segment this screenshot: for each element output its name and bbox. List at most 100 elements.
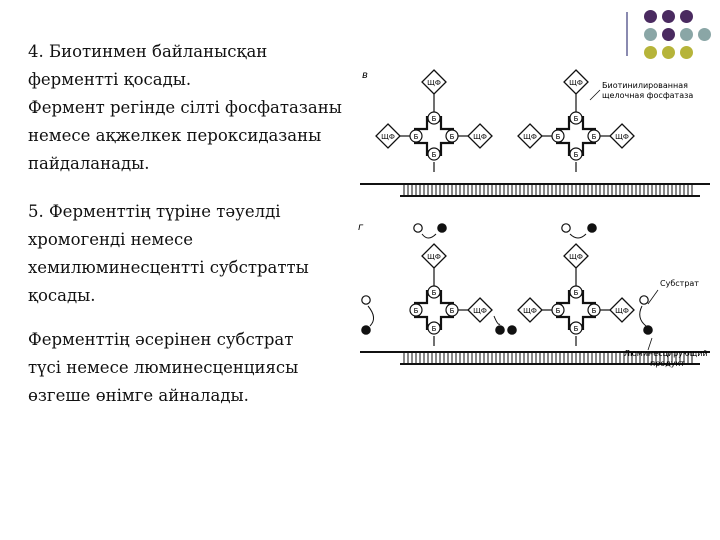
enzyme-diamond: ЩФ [421, 69, 447, 95]
enzyme-label: ЩФ [569, 79, 583, 87]
enzyme-label: ЩФ [473, 133, 487, 141]
annotation-enzyme: Биотинилированная щелочная фосфатаза [589, 81, 693, 101]
decor-dot [662, 28, 675, 41]
biotin-circle: Б [427, 147, 441, 161]
biotin-circle: Б [409, 129, 423, 143]
step-5-line: хромогенді немесе [28, 230, 194, 249]
product-dot [507, 325, 517, 335]
enzyme-label: ЩФ [523, 133, 537, 141]
enzyme-diamond: ЩФ [517, 123, 543, 149]
step-5-line: қосады. [28, 286, 96, 305]
biotin-circle: Б [551, 303, 565, 317]
enzyme-label: ЩФ [427, 253, 441, 261]
enzyme-diamond: ЩФ [467, 297, 493, 323]
annotation-substrate: Субстрат [647, 279, 699, 305]
biotin-label: Б [574, 115, 579, 123]
panel-b: Б Б Б Б ЩФ ЩФ ЩФ Б Б Б Б ЩФ ЩФ ЩФ [360, 69, 710, 197]
biotin-label: Б [574, 151, 579, 159]
biotin-circle: Б [569, 321, 583, 335]
step-4-line: немесе ақжелкек пероксидазаны [28, 126, 322, 145]
biotin-label: Б [414, 307, 419, 315]
biotin-circle: Б [427, 285, 441, 299]
enzyme-diamond: ЩФ [609, 297, 635, 323]
annotation-product-line-1: Люминесцирующий [624, 349, 708, 358]
dna-strand [360, 351, 710, 365]
decor-dot [644, 28, 657, 41]
biotin-label: Б [592, 307, 597, 315]
decor-dot [662, 46, 675, 59]
decor-dot [680, 46, 693, 59]
biotin-label: Б [574, 325, 579, 333]
biotin-circle: Б [587, 129, 601, 143]
decor-dot [698, 28, 711, 41]
biotin-circle: Б [409, 303, 423, 317]
step-4-line: ферментті қосады. [28, 70, 192, 89]
decor-dot [644, 10, 657, 23]
paragraph-step-5: 5. Ферменттің түріне тәуелді хромогенді н… [28, 198, 348, 310]
biotin-circle: Б [569, 285, 583, 299]
biotin-label: Б [432, 325, 437, 333]
decor-dot [680, 10, 693, 23]
product-dot [361, 325, 371, 335]
enzyme-effect-line: Ферменттің әсерінен субстрат [28, 330, 294, 349]
enzyme-label: ЩФ [427, 79, 441, 87]
decor-dot [680, 28, 693, 41]
biotin-circle: Б [445, 303, 459, 317]
streptavidin-complex: Б Б Б Б [409, 111, 459, 161]
substrate-dot [561, 223, 571, 233]
substrate-dot [361, 295, 371, 305]
streptavidin-complex: Б Б Б Б [551, 111, 601, 161]
enzyme-effect-line: өзгеше өнімге айналады. [28, 386, 249, 405]
step-4-line: пайдаланады. [28, 154, 150, 173]
biotin-circle: Б [569, 147, 583, 161]
decor-dot [662, 10, 675, 23]
enzyme-diamond: ЩФ [467, 123, 493, 149]
enzyme-effect-line: түсі немесе люминесценциясы [28, 358, 299, 377]
annotation-enzyme-line-2: щелочная фосфатаза [602, 91, 693, 100]
product-dot [643, 325, 653, 335]
biotin-label: Б [432, 115, 437, 123]
decor-dot [644, 46, 657, 59]
biotin-label: Б [432, 151, 437, 159]
enzyme-label: ЩФ [569, 253, 583, 261]
biotin-label: Б [556, 133, 561, 141]
biotin-circle: Б [569, 111, 583, 125]
product-dot [437, 223, 447, 233]
streptavidin-complex: Б Б Б Б [551, 285, 601, 335]
enzyme-label: ЩФ [381, 133, 395, 141]
step-4-line: 4. Биотинмен байланысқан [28, 42, 268, 61]
paragraph-step-4: 4. Биотинмен байланысқан ферментті қосады… [28, 38, 348, 178]
substrate-dot [413, 223, 423, 233]
biotin-label: Б [414, 133, 419, 141]
biotin-label: Б [574, 289, 579, 297]
biotin-circle: Б [427, 111, 441, 125]
product-dot [495, 325, 505, 335]
biotin-circle: Б [551, 129, 565, 143]
biotin-circle: Б [427, 321, 441, 335]
panel-g-label: г [358, 222, 364, 233]
enzyme-diamond: ЩФ [517, 297, 543, 323]
product-dot [587, 223, 597, 233]
annotation-substrate-text: Субстрат [660, 279, 699, 288]
enzyme-diamond: ЩФ [563, 243, 589, 269]
biotin-label: Б [450, 307, 455, 315]
biotin-circle: Б [587, 303, 601, 317]
annotation-product-line-2: продукт [650, 359, 685, 368]
biotin-label: Б [450, 133, 455, 141]
step-5-line: 5. Ферменттің түріне тәуелді [28, 202, 281, 221]
annotation-product: Люминесцирующий продукт [624, 337, 708, 368]
enzyme-label: ЩФ [615, 307, 629, 315]
enzyme-label: ЩФ [473, 307, 487, 315]
enzyme-diamond: ЩФ [421, 243, 447, 269]
enzyme-diamond: ЩФ [609, 123, 635, 149]
substrate-dot [639, 295, 649, 305]
step-4-line: Фермент регінде сілті фосфатазаны [28, 98, 342, 117]
enzyme-diamond: ЩФ [375, 123, 401, 149]
biotin-label: Б [592, 133, 597, 141]
biotin-circle: Б [445, 129, 459, 143]
biotin-label: Б [556, 307, 561, 315]
decor-bar [626, 12, 628, 56]
